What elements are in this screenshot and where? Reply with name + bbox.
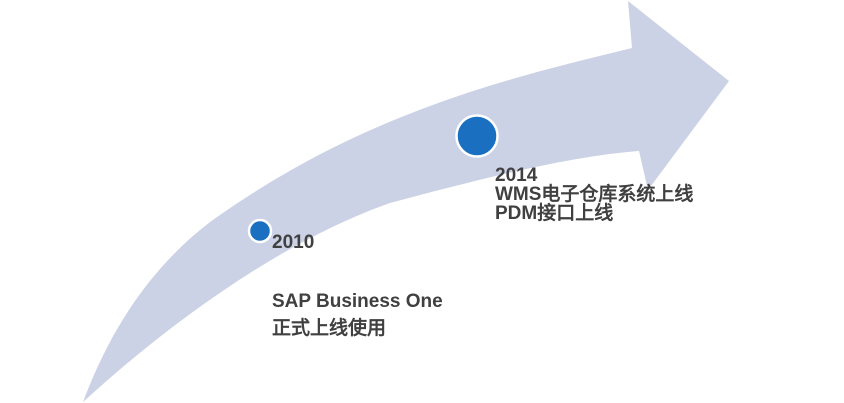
milestone-2010-line-2: 正式上线使用	[272, 318, 387, 339]
milestone-year-2014: 2014	[495, 165, 538, 186]
milestone-desc-2014: 2014 WMS电子仓库系统上线 PDM接口上线	[495, 166, 693, 223]
milestone-2014-line-2: PDM接口上线	[495, 203, 614, 224]
milestone-year-2010: 2010	[272, 232, 315, 253]
milestone-2014-line-1: WMS电子仓库系统上线	[495, 184, 694, 205]
milestone-desc-2010: SAP Business One 正式上线使用	[272, 288, 443, 342]
milestone-dot-2014	[455, 114, 499, 158]
milestone-2010-line-1: SAP Business One	[272, 291, 443, 312]
milestone-dot-2010	[247, 218, 273, 244]
growth-arrow-shape	[83, 1, 729, 402]
